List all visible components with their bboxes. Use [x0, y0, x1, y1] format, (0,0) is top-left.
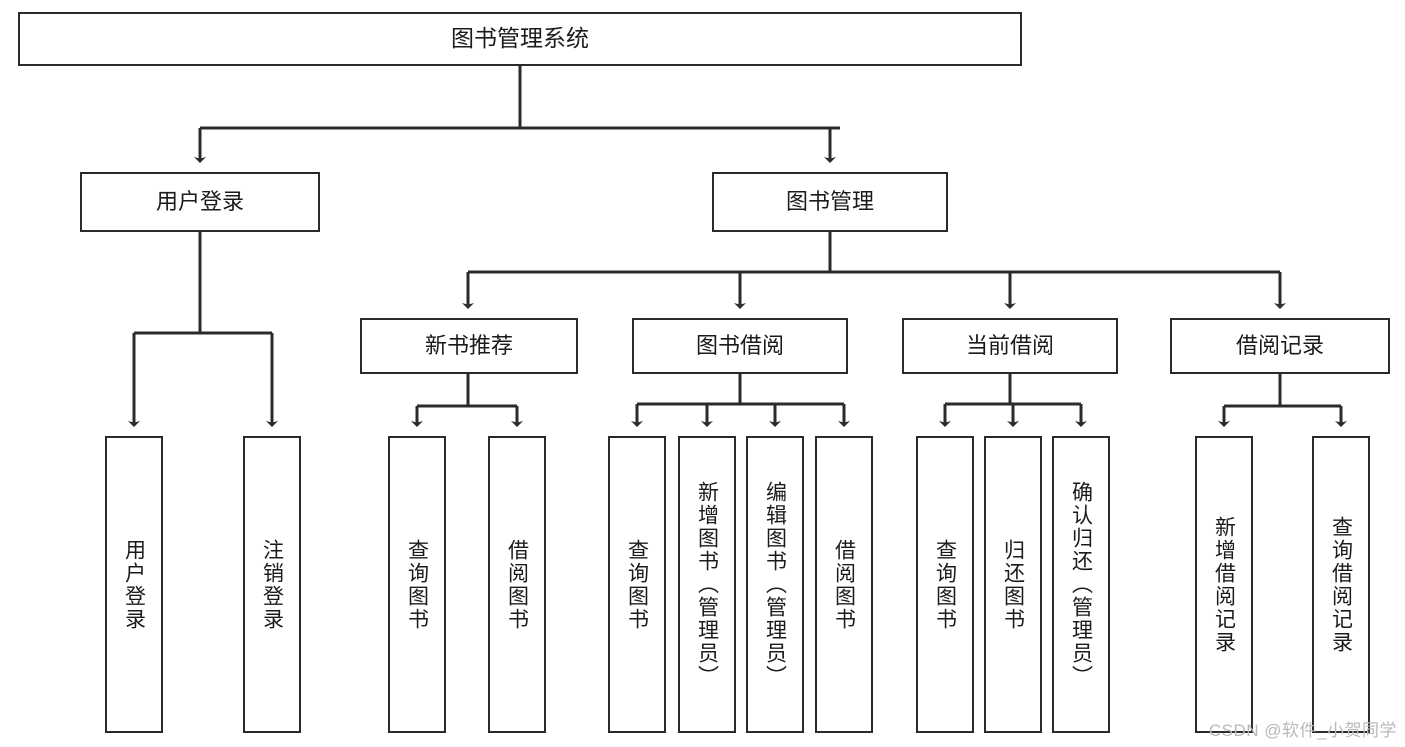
node-borrow-record-label: 借阅记录 — [1235, 333, 1324, 359]
node-root[interactable]: 图书管理系统 — [18, 12, 1022, 66]
node-book-manage-label: 图书管理 — [785, 189, 874, 215]
node-leaf-query-record[interactable]: 查询借阅记录 — [1312, 436, 1370, 733]
node-leaf-borrow-book-1[interactable]: 借阅图书 — [488, 436, 546, 733]
node-leaf-logout-label: 注销登录 — [260, 538, 284, 631]
node-leaf-query-book-1[interactable]: 查询图书 — [388, 436, 446, 733]
node-book-borrow-label: 图书借阅 — [695, 333, 784, 359]
node-leaf-borrow-book-1-label: 借阅图书 — [505, 538, 529, 631]
edges-book-manage — [462, 232, 1286, 309]
node-leaf-query-book-2-label: 查询图书 — [625, 538, 649, 631]
node-leaf-query-book-3-label: 查询图书 — [933, 538, 957, 631]
edges-borrow-record — [1218, 374, 1347, 427]
node-leaf-add-record[interactable]: 新增借阅记录 — [1195, 436, 1253, 733]
node-borrow-record[interactable]: 借阅记录 — [1170, 318, 1390, 374]
node-user-login-label: 用户登录 — [155, 189, 244, 215]
node-leaf-query-book-2[interactable]: 查询图书 — [608, 436, 666, 733]
node-leaf-query-book-3[interactable]: 查询图书 — [916, 436, 974, 733]
node-leaf-logout[interactable]: 注销登录 — [243, 436, 301, 733]
edges-user-login — [128, 232, 278, 427]
node-user-login[interactable]: 用户登录 — [80, 172, 320, 232]
edges-new-book-recommend — [411, 374, 523, 427]
csdn-watermark: CSDN @软件_小贺同学 — [1208, 721, 1397, 740]
edges-book-borrow — [631, 374, 850, 427]
node-leaf-edit-book-label: 编辑图书（管理员） — [763, 481, 787, 688]
node-leaf-add-book[interactable]: 新增图书（管理员） — [678, 436, 736, 733]
node-book-borrow[interactable]: 图书借阅 — [632, 318, 848, 374]
node-root-label: 图书管理系统 — [451, 25, 589, 52]
edges-current-borrow — [939, 374, 1087, 427]
node-leaf-borrow-book-2[interactable]: 借阅图书 — [815, 436, 873, 733]
node-leaf-user-login-label: 用户登录 — [122, 538, 146, 631]
node-leaf-query-record-label: 查询借阅记录 — [1329, 515, 1353, 654]
edges-root — [194, 66, 840, 163]
node-leaf-return-book[interactable]: 归还图书 — [984, 436, 1042, 733]
node-leaf-confirm-return-label: 确认归还（管理员） — [1069, 481, 1093, 688]
node-new-book-recommend-label: 新书推荐 — [424, 333, 513, 359]
node-leaf-edit-book[interactable]: 编辑图书（管理员） — [746, 436, 804, 733]
node-leaf-user-login[interactable]: 用户登录 — [105, 436, 163, 733]
node-current-borrow[interactable]: 当前借阅 — [902, 318, 1118, 374]
node-leaf-add-book-label: 新增图书（管理员） — [695, 481, 719, 688]
node-leaf-confirm-return[interactable]: 确认归还（管理员） — [1052, 436, 1110, 733]
node-new-book-recommend[interactable]: 新书推荐 — [360, 318, 578, 374]
node-book-manage[interactable]: 图书管理 — [712, 172, 948, 232]
node-leaf-query-book-1-label: 查询图书 — [405, 538, 429, 631]
node-leaf-add-record-label: 新增借阅记录 — [1212, 515, 1236, 654]
node-leaf-borrow-book-2-label: 借阅图书 — [832, 538, 856, 631]
node-leaf-return-book-label: 归还图书 — [1001, 538, 1025, 631]
node-current-borrow-label: 当前借阅 — [965, 333, 1054, 359]
